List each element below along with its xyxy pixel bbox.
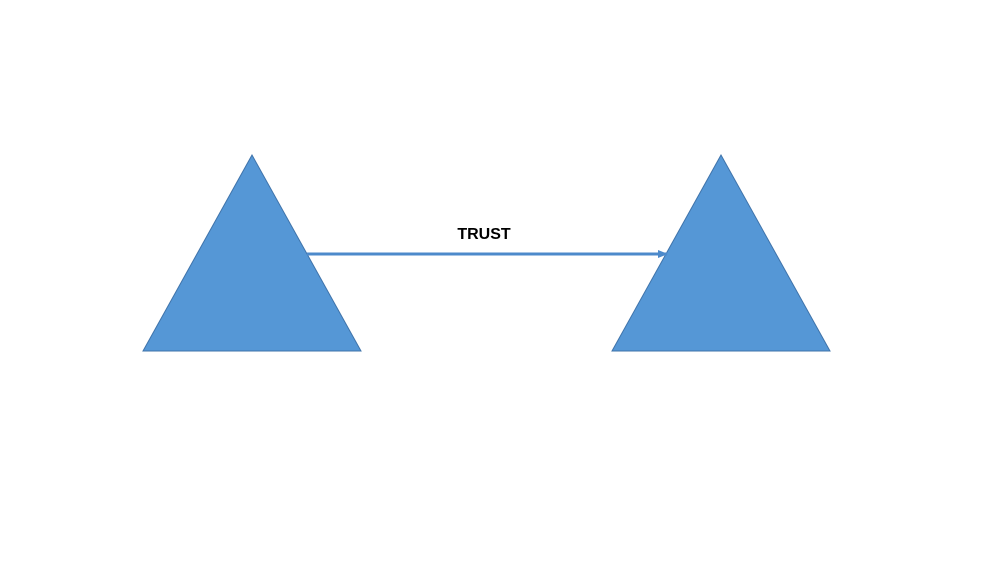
trust-label: TRUST	[457, 226, 511, 243]
left-triangle	[142, 153, 362, 352]
